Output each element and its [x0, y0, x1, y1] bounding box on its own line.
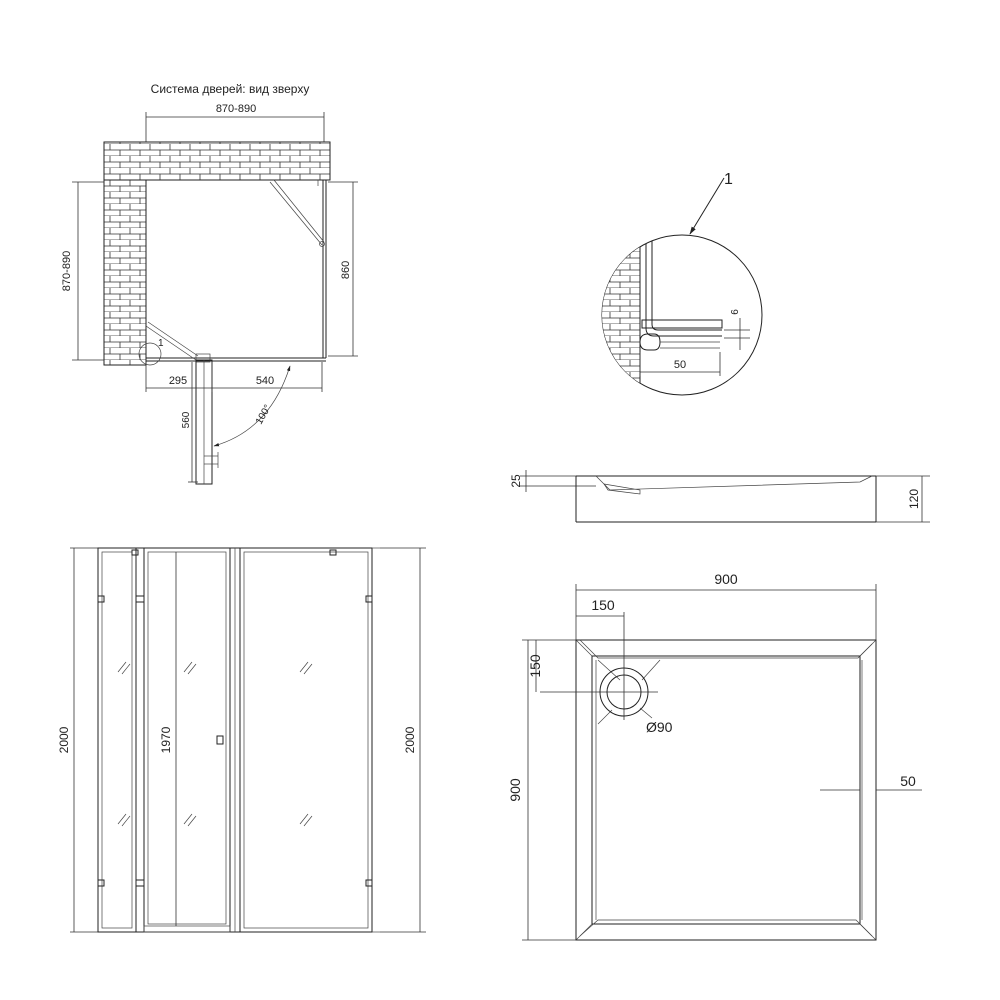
- plan-drain-y-label: 150: [527, 654, 543, 678]
- top-inner-label: 860: [340, 261, 352, 279]
- front-view: 2000 1970: [57, 547, 426, 933]
- plan-rim-label: 50: [900, 773, 916, 789]
- tray-height-label: 120: [907, 489, 921, 509]
- brick-wall-icon: [103, 141, 331, 181]
- top-width-label: 870-890: [216, 103, 256, 115]
- arrow-icon: [689, 177, 725, 235]
- tray-side-view: 25 120: [509, 470, 930, 523]
- front-left-height-label: 2000: [57, 726, 71, 753]
- top-depth-label: 870-890: [61, 251, 73, 291]
- drain-icon: [599, 667, 649, 717]
- top-view: Система дверей: вид зверху 870-890 870-8…: [61, 82, 358, 485]
- top-left-label: 295: [169, 375, 187, 387]
- tray-top-label: 25: [509, 474, 523, 488]
- top-swing-label: 560: [181, 411, 192, 428]
- detail-small-label: 6: [730, 309, 741, 315]
- plan-width-label: 900: [714, 571, 738, 587]
- front-door-height-label: 1970: [159, 726, 173, 753]
- front-right-height-label: 2000: [403, 726, 417, 753]
- top-view-title: Система дверей: вид зверху: [151, 82, 310, 96]
- detail-callout-label: 1: [724, 171, 733, 188]
- detail-width-label: 50: [674, 359, 686, 371]
- brick-wall-icon: [103, 179, 147, 366]
- detail-view: 1 6 50: [601, 171, 763, 396]
- top-door-label: 540: [256, 375, 274, 387]
- top-callout-label: 1: [158, 338, 164, 349]
- plan-depth-label: 900: [507, 778, 523, 802]
- plan-drain-x-label: 150: [591, 597, 615, 613]
- tray-plan-view: 900 900 150 150 Ø90 50: [507, 571, 922, 941]
- plan-drain-dia-label: Ø90: [646, 719, 673, 735]
- glass-hatch-icon: [117, 661, 313, 827]
